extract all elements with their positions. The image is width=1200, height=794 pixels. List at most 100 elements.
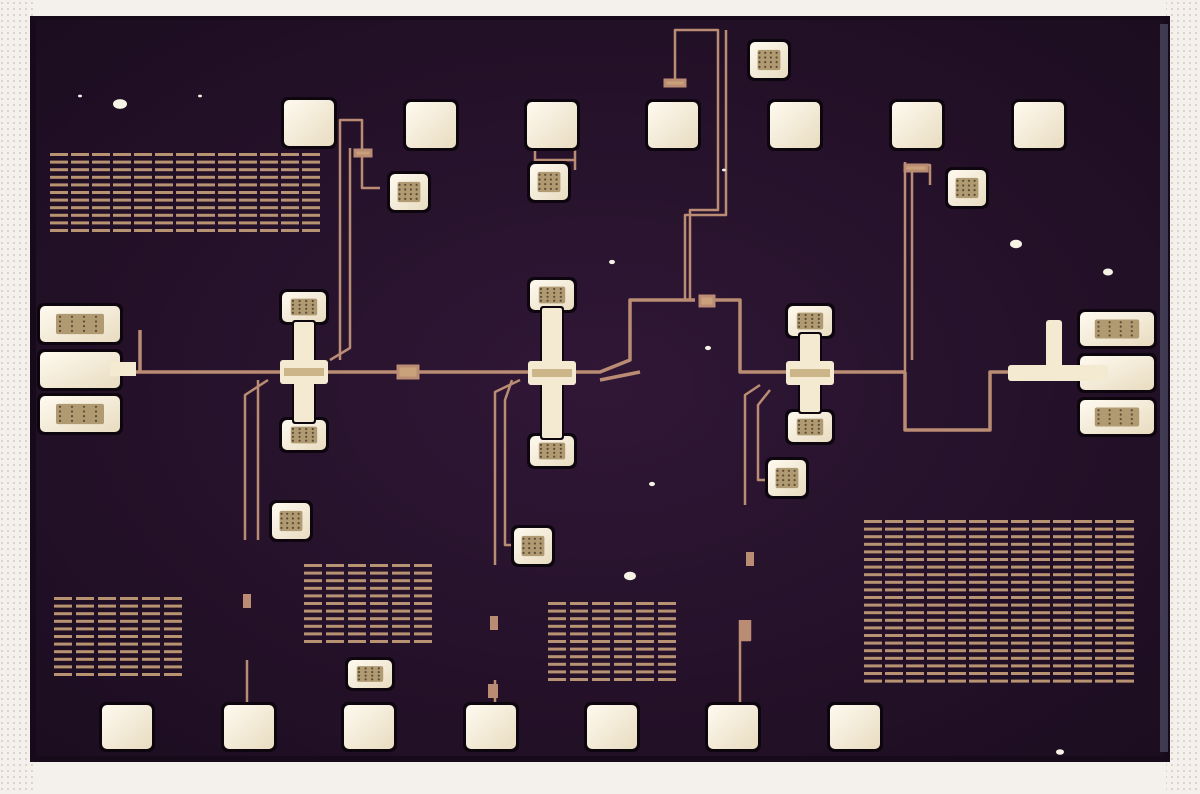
- capacitor-finger: [1074, 550, 1092, 554]
- via-dot: [522, 542, 525, 545]
- capacitor-finger: [348, 564, 366, 567]
- capacitor-finger: [239, 153, 257, 156]
- capacitor-finger: [71, 175, 89, 179]
- capacitor-finger: [326, 586, 344, 590]
- via-dot: [817, 313, 820, 317]
- capacitor-finger: [71, 206, 89, 210]
- capacitor-finger: [304, 571, 322, 575]
- via-dot: [1097, 329, 1100, 333]
- capacitor-finger: [71, 168, 89, 172]
- via-dot: [769, 56, 773, 59]
- capacitor-finger: [50, 198, 68, 202]
- capacitor-finger: [927, 664, 945, 668]
- capacitor-finger: [98, 612, 116, 616]
- capacitor-finger: [1032, 550, 1050, 554]
- via-dot: [555, 187, 558, 190]
- capacitor-finger: [1074, 656, 1092, 660]
- capacitor-finger: [906, 596, 924, 599]
- capacitor-finger: [98, 627, 116, 631]
- capacitor-finger: [120, 665, 138, 669]
- via-dot: [1108, 413, 1111, 416]
- capacitor-finger: [239, 198, 257, 202]
- right-edge: [1166, 0, 1200, 794]
- via-dot: [776, 474, 779, 477]
- capacitor-finger: [302, 168, 320, 172]
- capacitor-finger: [348, 617, 366, 621]
- capacitor-finger: [392, 564, 410, 567]
- capacitor-finger: [120, 627, 138, 631]
- capacitor-finger: [885, 649, 903, 653]
- capacitor-finger: [1095, 618, 1113, 622]
- via-dot: [797, 423, 801, 426]
- capacitor-finger: [927, 656, 945, 660]
- capacitor-finger: [1053, 520, 1071, 523]
- capacitor-finger: [885, 618, 903, 622]
- via-dot: [776, 469, 779, 472]
- via-dot: [811, 427, 814, 430]
- capacitor-finger: [1116, 611, 1134, 615]
- capacitor-finger: [197, 153, 215, 156]
- capacitor-finger: [50, 183, 68, 187]
- capacitor-finger: [155, 206, 173, 210]
- capacitor-finger: [658, 678, 676, 681]
- capacitor-finger: [71, 198, 89, 202]
- top-dc-pad: [645, 99, 701, 151]
- via-dot: [357, 674, 361, 677]
- via-dot: [357, 667, 361, 670]
- via-dot: [291, 307, 295, 310]
- capacitor-finger: [281, 221, 299, 225]
- capacitor-finger: [76, 657, 94, 661]
- via-dot: [280, 522, 283, 525]
- capacitor-finger: [548, 602, 566, 605]
- debris: [649, 481, 655, 487]
- via-dot: [549, 173, 553, 176]
- capacitor-finger: [176, 153, 194, 156]
- capacitor-finger: [113, 183, 131, 187]
- capacitor-finger: [570, 647, 588, 651]
- capacitor-finger: [906, 580, 924, 584]
- capacitor-finger: [1053, 588, 1071, 592]
- via-dot: [775, 56, 778, 59]
- via-dot: [533, 551, 537, 554]
- via-dot: [404, 183, 407, 186]
- capacitor-finger: [348, 594, 366, 598]
- capacitor-finger: [1116, 596, 1134, 599]
- via-dot: [776, 479, 779, 482]
- capacitor-finger: [1074, 672, 1092, 675]
- capacitor-finger: [1053, 542, 1071, 546]
- capacitor-finger: [1053, 664, 1071, 668]
- via-dot: [555, 178, 558, 181]
- capacitor-finger: [1053, 527, 1071, 531]
- capacitor-finger: [658, 632, 676, 636]
- capacitor-finger: [239, 168, 257, 172]
- capacitor-finger: [1032, 626, 1050, 630]
- capacitor-finger: [281, 191, 299, 194]
- via-dot: [973, 193, 976, 196]
- via-dot: [58, 325, 62, 328]
- capacitor-finger: [120, 635, 138, 638]
- fet-source-via: [279, 289, 329, 325]
- pad-metal: [102, 705, 152, 749]
- capacitor-finger: [414, 624, 432, 628]
- capacitor-finger: [76, 597, 94, 600]
- capacitor-finger: [1074, 664, 1092, 668]
- capacitor-finger: [592, 617, 610, 621]
- capacitor-finger: [1116, 649, 1134, 653]
- capacitor-finger: [885, 573, 903, 577]
- via-dot: [539, 447, 543, 450]
- capacitor-finger: [176, 191, 194, 194]
- line-segment: [903, 370, 1010, 432]
- capacitor-finger: [658, 662, 676, 666]
- capacitor-finger: [164, 597, 182, 600]
- capacitor-finger: [326, 632, 344, 636]
- capacitor-finger: [370, 571, 388, 575]
- via-dot: [371, 670, 374, 674]
- capacitor-finger: [92, 229, 110, 232]
- test-structure: [243, 594, 251, 608]
- capacitor-finger: [155, 175, 173, 179]
- capacitor-finger: [969, 656, 987, 660]
- capacitor-finger: [1053, 641, 1071, 645]
- capacitor-finger: [370, 609, 388, 613]
- capacitor-finger: [636, 640, 654, 643]
- capacitor-finger: [1053, 565, 1071, 569]
